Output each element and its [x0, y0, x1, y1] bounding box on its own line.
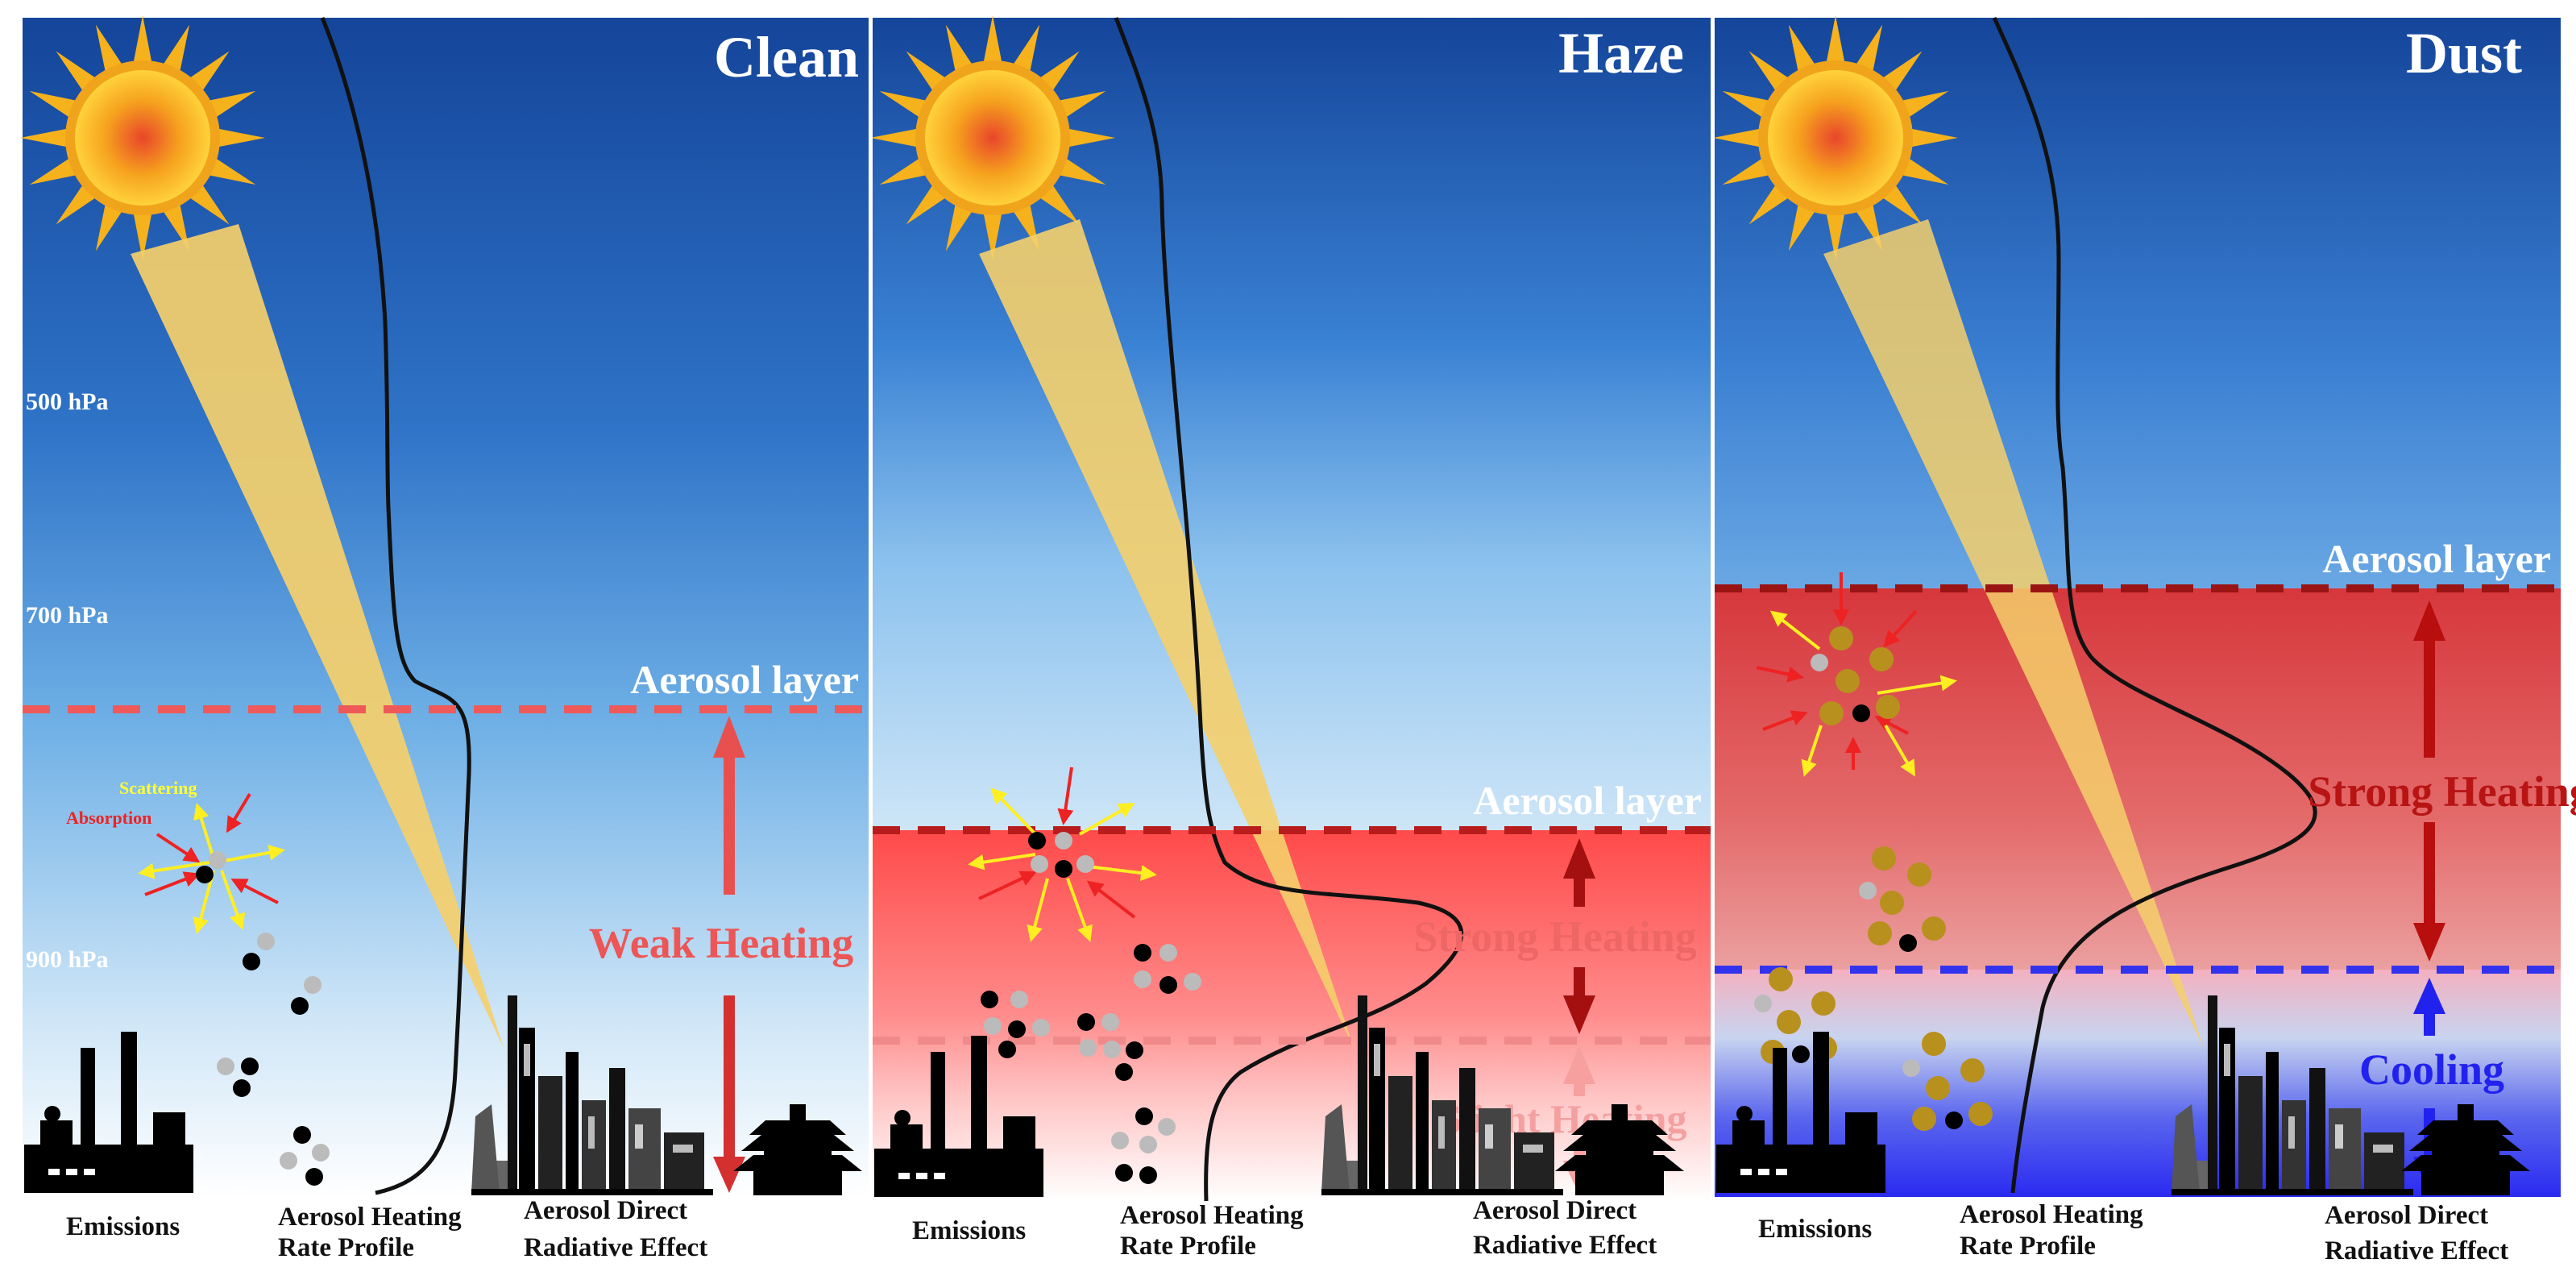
- pressure-label-500: 500 hPa: [26, 389, 109, 415]
- bottom-labels-clean: Emissions Aerosol Heating Rate Profile A…: [66, 1196, 707, 1262]
- effect-label-line1: Aerosol Direct: [1473, 1196, 1636, 1225]
- effect-label-line1: Aerosol Direct: [524, 1196, 687, 1225]
- rising-aerosol-particles: [217, 933, 330, 1186]
- effect-label-line2: Radiative Effect: [1473, 1231, 1657, 1260]
- slight-heating-arrowhead-up: [1563, 1045, 1595, 1084]
- heating-rate-profile-curve: [1992, 16, 2317, 1194]
- emissions-label: Emissions: [66, 1212, 180, 1241]
- strong-heating-arrowhead-down: [2413, 923, 2445, 962]
- profile-label-line2: Rate Profile: [1960, 1232, 2096, 1261]
- profile-label-line1: Aerosol Heating: [278, 1203, 462, 1232]
- bottom-labels-haze: Emissions Aerosol Heating Rate Profile A…: [912, 1196, 1657, 1261]
- emissions-label: Emissions: [1758, 1215, 1872, 1244]
- panel-divider: [869, 18, 873, 1203]
- absorption-label: Absorption: [66, 808, 151, 828]
- dust-interaction-cluster: [1756, 572, 1957, 777]
- panel-haze: Aerosol layer Haze Strong Heating Slight…: [870, 15, 1711, 1202]
- cooling-arrowhead-up: [2413, 978, 2445, 1014]
- profile-label-line2: Rate Profile: [1120, 1232, 1256, 1261]
- sun-icon: [20, 15, 266, 260]
- bottom-labels-dust: Emissions Aerosol Heating Rate Profile A…: [1758, 1200, 2508, 1265]
- heating-rate-profile-curve: [320, 17, 471, 1195]
- profile-label-line1: Aerosol Heating: [1120, 1201, 1304, 1230]
- profile-label-line1: Aerosol Heating: [1960, 1200, 2143, 1229]
- profile-label-line2: Rate Profile: [278, 1233, 414, 1262]
- effect-label-line2: Radiative Effect: [524, 1233, 707, 1262]
- solar-beam: [131, 224, 504, 1048]
- aerosol-layer-label: Aerosol layer: [1473, 778, 1702, 823]
- rising-aerosol-particles: [981, 944, 1201, 1184]
- heating-label: Strong Heating: [1413, 912, 1697, 961]
- weak-heating-arrowhead-down: [713, 1157, 745, 1193]
- strong-heating-arrowhead-up: [1563, 838, 1595, 879]
- solar-beam: [979, 219, 1354, 1048]
- particle-interaction-cluster: [968, 767, 1157, 942]
- particle-interaction-cluster: [138, 792, 285, 934]
- aerosol-layer-label: Aerosol layer: [630, 657, 859, 702]
- panel-dust: Aerosol layer Dust Strong Heating Coolin…: [1713, 15, 2576, 1197]
- weak-heating-arrowhead-up: [713, 716, 745, 758]
- solar-beam: [1823, 219, 2204, 1048]
- effect-label-line1: Aerosol Direct: [2325, 1201, 2488, 1230]
- heating-label: Strong Heating: [2308, 767, 2576, 816]
- panel-divider: [1711, 18, 1715, 1203]
- aerosol-layer-label: Aerosol layer: [2322, 536, 2551, 581]
- pressure-label-900: 900 hPa: [26, 946, 109, 973]
- pressure-label-700: 700 hPa: [26, 602, 109, 629]
- panel-title: Dust: [2406, 21, 2522, 85]
- panel-title: Haze: [1558, 21, 1684, 85]
- effect-label-line2: Radiative Effect: [2325, 1236, 2508, 1265]
- panel-title: Clean: [714, 25, 859, 89]
- emissions-label: Emissions: [912, 1216, 1026, 1245]
- scattering-label: Scattering: [119, 778, 197, 798]
- heating-label: Weak Heating: [589, 919, 854, 967]
- strong-heating-arrowhead-up: [2413, 600, 2445, 641]
- panel-clean: Aerosol layer Clean 500 hPa 700 hPa 900 …: [20, 15, 869, 1197]
- strong-heating-arrowhead-down: [1563, 995, 1595, 1034]
- cooling-label: Cooling: [2359, 1045, 2504, 1094]
